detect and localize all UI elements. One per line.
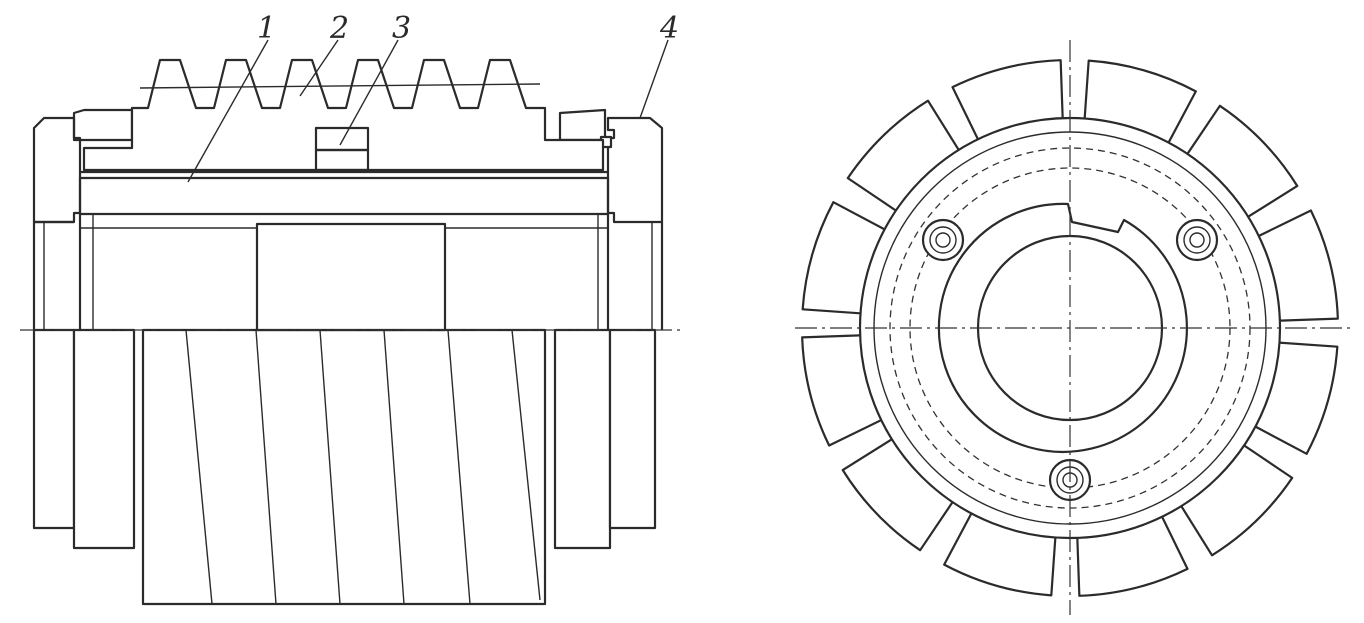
cutter-tooth-profile — [82, 58, 605, 172]
callout-labels: 1 2 3 4 — [257, 11, 679, 46]
callout-4: 4 — [659, 11, 679, 46]
cutter-lower-body — [141, 328, 547, 606]
callout-3: 3 — [392, 11, 411, 46]
side-section-view: 1 2 3 4 — [20, 11, 680, 606]
leader-lines — [187, 39, 669, 183]
key-part — [314, 126, 370, 172]
front-end-view — [795, 40, 1350, 615]
callout-2: 2 — [329, 11, 349, 46]
mandrel-sleeve — [78, 170, 610, 216]
screw-left — [921, 218, 965, 262]
callout-1: 1 — [257, 11, 276, 46]
bore-region — [32, 214, 664, 332]
screw-right — [1175, 218, 1219, 262]
ring-right-section — [558, 108, 664, 224]
